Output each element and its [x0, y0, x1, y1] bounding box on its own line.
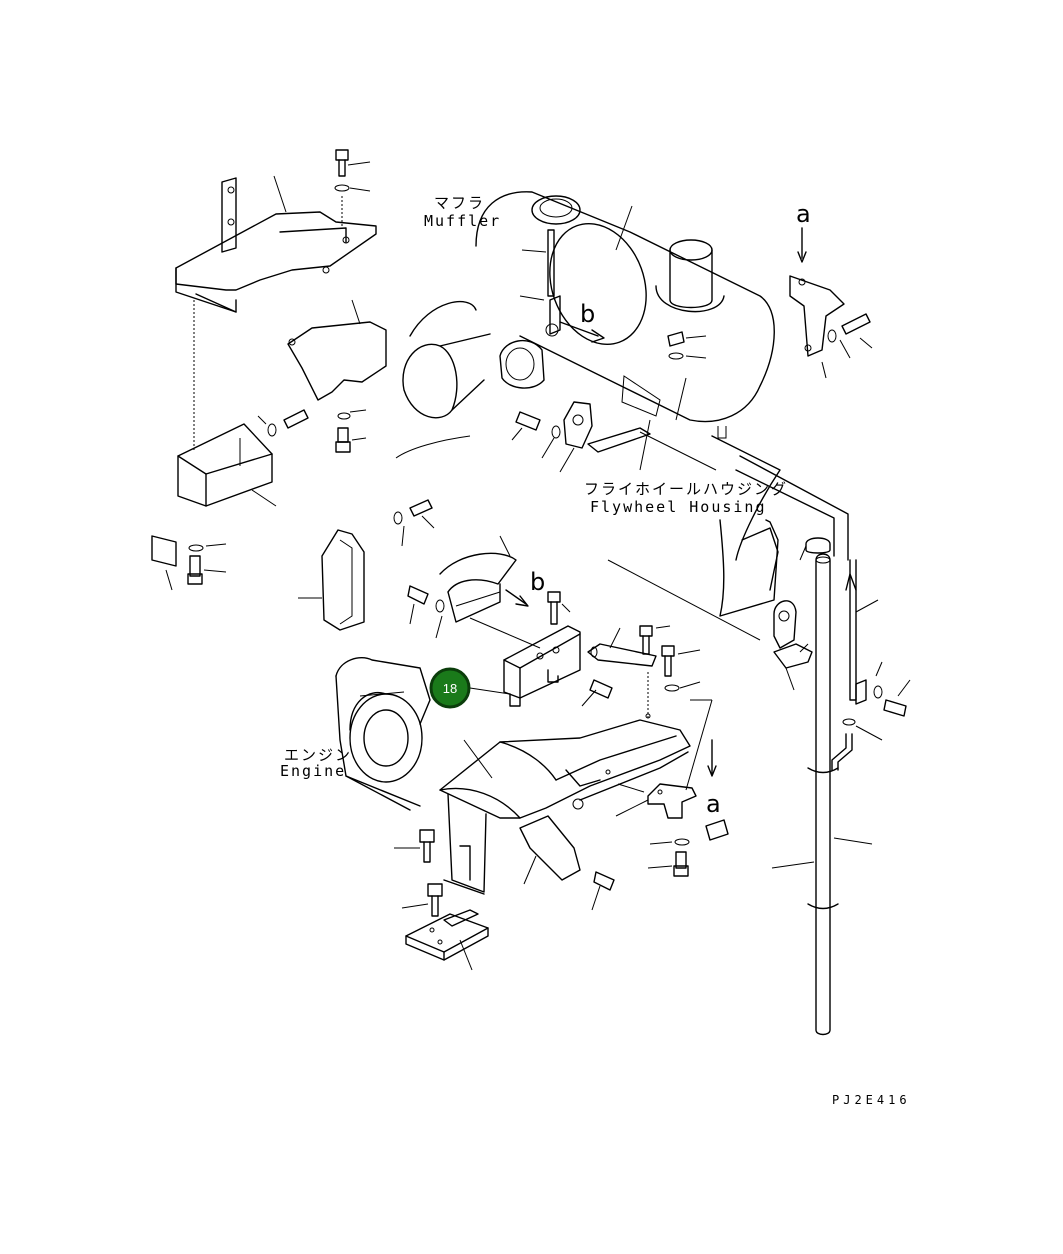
- bracket-bar: [581, 625, 701, 720]
- engine-outline: [335, 657, 431, 811]
- rubber-mount: [469, 617, 581, 707]
- label-flywheel-ja: フライホイールハウジング: [584, 480, 788, 498]
- lower-support-bracket: [439, 713, 691, 895]
- marker-label: 18: [443, 681, 457, 696]
- view-a-top: a: [789, 200, 873, 379]
- mount-pad: [405, 909, 489, 971]
- exhaust-tube: [771, 537, 873, 1036]
- view-mark-b-mid: b: [530, 568, 545, 596]
- view-a-bottom: a: [685, 699, 721, 818]
- lower-bolts: [394, 829, 443, 917]
- dipstick-tube: [831, 559, 911, 771]
- small-bracket-right: [615, 783, 729, 877]
- clamp-bracket-right: [773, 600, 813, 691]
- relay-box: [177, 300, 277, 507]
- label-flywheel-en: Flywheel Housing: [590, 498, 767, 516]
- upper-left-bracket: [175, 175, 377, 313]
- flywheel-housing: [607, 431, 849, 641]
- label-engine-ja: エンジン: [284, 746, 352, 764]
- bolt-mid-left: [257, 409, 367, 453]
- heat-shield-plate: [287, 299, 387, 401]
- upper-mount-plate: b: [439, 535, 545, 623]
- callout-marker-18[interactable]: 18: [429, 667, 511, 709]
- engine-mount-bracket-left: [298, 499, 435, 631]
- view-mark-b-top: b: [580, 300, 595, 328]
- bolt-top-left: [334, 149, 371, 228]
- intake-pipe: [395, 301, 491, 459]
- muffler: [475, 191, 775, 471]
- label-muffler-ja: マフラ: [434, 194, 485, 212]
- mid-bolts: [407, 585, 571, 639]
- lower-flap-plate: [519, 815, 615, 911]
- nut-washer-muffler: [667, 331, 707, 360]
- label-muffler-en: Muffler: [424, 212, 501, 230]
- view-mark-a-bottom: a: [706, 790, 721, 818]
- drawing-code: PJ2E416: [832, 1093, 911, 1107]
- label-engine-en: Engine: [280, 762, 346, 780]
- marker-circle[interactable]: [429, 667, 471, 709]
- muffler-bracket: [511, 401, 651, 473]
- small-bracket-left: [151, 535, 227, 591]
- view-mark-a-top: a: [796, 200, 811, 228]
